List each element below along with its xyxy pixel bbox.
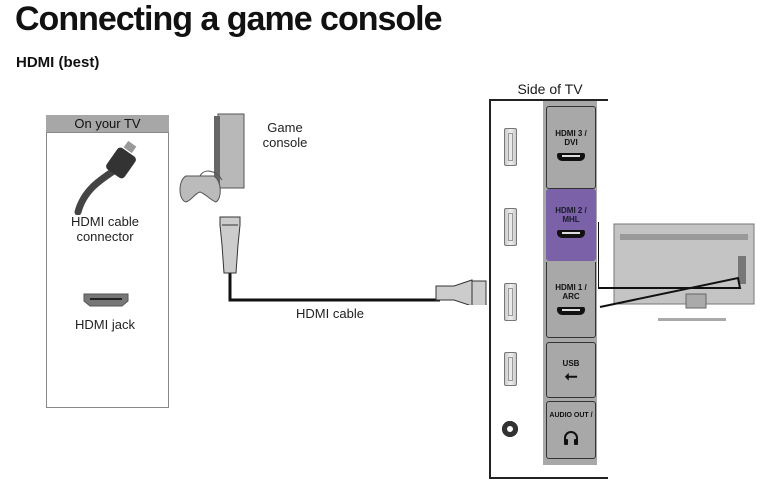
cable-connector-label-line2: connector	[76, 229, 134, 244]
legend-panel-header: On your TV	[46, 115, 169, 132]
page-title: Connecting a game console	[15, 0, 443, 38]
game-console-label-line1: Game	[267, 120, 303, 135]
cable-connector-label-line1: HDMI cable	[71, 214, 139, 229]
hdmi-port-icon	[557, 230, 585, 238]
headphones-icon	[564, 431, 578, 445]
tv-side-panel	[489, 99, 608, 479]
hdmi-cable-connector-icon	[74, 140, 137, 215]
game-console-label-line2: console	[262, 135, 308, 150]
tv-side-label: Side of TV	[517, 81, 583, 97]
hdmi-port-icon	[557, 307, 585, 315]
section-subtitle: HDMI (best)	[16, 54, 100, 71]
port-hdmi-1-line2: ARC	[562, 292, 580, 301]
port-usb-label: USB	[562, 359, 580, 368]
hdmi-port-icon	[557, 153, 585, 161]
hdmi-cable	[219, 216, 487, 305]
side-usb-jack[interactable]	[504, 352, 517, 386]
side-audio-jack[interactable]	[502, 421, 518, 437]
port-audio-out: AUDIO OUT /	[546, 401, 596, 459]
port-hdmi-3-dvi: HDMI 3 / DVI	[546, 106, 596, 189]
game-console-icon	[179, 113, 245, 203]
game-console-label: Game console	[250, 120, 320, 150]
side-hdmi-3-jack[interactable]	[504, 128, 517, 166]
port-usb: USB ⭠	[546, 342, 596, 398]
legend-panel	[46, 132, 169, 408]
side-hdmi-2-jack[interactable]	[504, 208, 517, 246]
hdmi-jack-icon	[83, 293, 129, 307]
port-hdmi-2-line1: HDMI 2 /	[555, 206, 587, 215]
port-hdmi-1-line1: HDMI 1 /	[555, 283, 587, 292]
port-hdmi-2-mhl: HDMI 2 / MHL	[546, 189, 596, 261]
hdmi-jack-label: HDMI jack	[75, 317, 135, 332]
port-hdmi-2-line2: MHL	[562, 215, 580, 224]
usb-icon: ⭠	[564, 368, 578, 385]
side-hdmi-1-jack[interactable]	[504, 283, 517, 321]
port-audio-out-label: AUDIO OUT /	[549, 412, 593, 419]
port-hdmi-3-line1: HDMI 3 /	[555, 129, 587, 138]
hdmi-cable-label: HDMI cable	[296, 306, 364, 321]
tv-back-view	[598, 222, 755, 321]
port-hdmi-1-arc: HDMI 1 / ARC	[546, 262, 596, 338]
cable-connector-label: HDMI cable connector	[55, 214, 155, 244]
port-hdmi-3-line2: DVI	[564, 138, 578, 147]
